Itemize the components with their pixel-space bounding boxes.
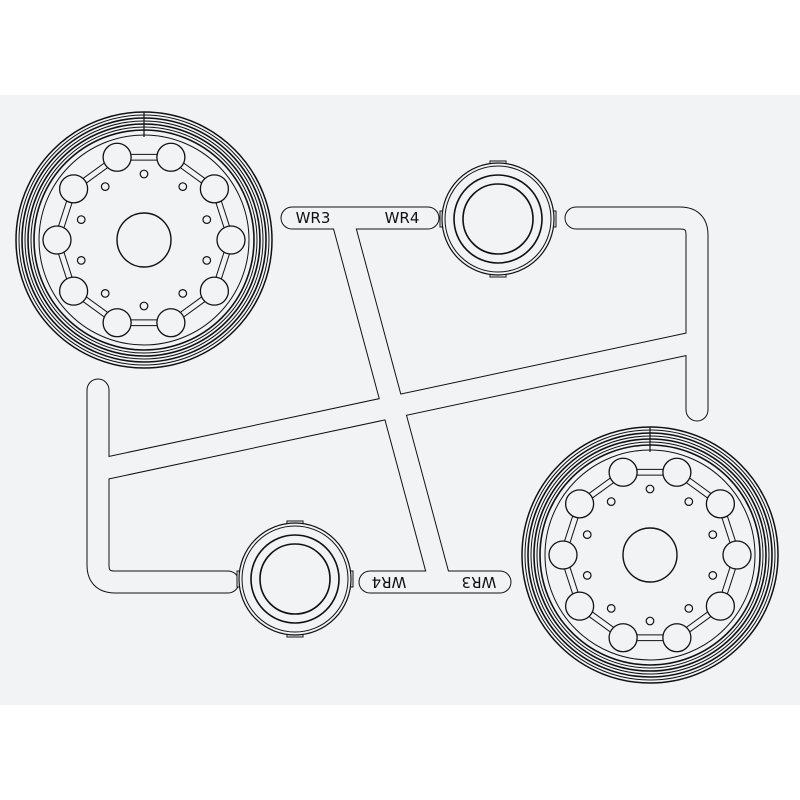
sprue-frame-fill xyxy=(87,207,708,593)
bolt xyxy=(548,540,578,570)
sprue-left-arm xyxy=(87,379,239,593)
bolt xyxy=(564,489,595,519)
small-hole xyxy=(582,530,592,540)
sprue-cross-vertical xyxy=(331,207,451,593)
small-hole xyxy=(645,484,655,494)
small-hole xyxy=(139,301,149,311)
sprue-right-arm xyxy=(565,207,708,421)
bolt xyxy=(199,174,230,204)
bolt xyxy=(608,623,638,653)
sprue-right-arm-outline xyxy=(564,206,709,422)
small-hole xyxy=(606,497,616,507)
bolt xyxy=(156,142,186,172)
small-hole xyxy=(708,530,718,540)
bolt xyxy=(58,276,89,306)
rim-ring xyxy=(453,174,543,264)
rim-ring xyxy=(250,534,340,624)
small-wheel-top xyxy=(439,160,557,278)
small-hole xyxy=(139,169,149,179)
small-hole xyxy=(684,497,694,507)
bolt xyxy=(722,540,752,570)
small-hole xyxy=(645,616,655,626)
bolt xyxy=(102,142,132,172)
bolt xyxy=(705,489,736,519)
small-hole xyxy=(178,288,188,298)
label-wr3-bottom: WR3 xyxy=(462,573,497,591)
small-wheel-bottom xyxy=(236,520,354,638)
small-hole xyxy=(582,570,592,580)
label-top-left: WR3 xyxy=(296,209,331,227)
small-hole xyxy=(202,255,212,265)
small-hole xyxy=(606,603,616,613)
label-wr3-top: WR3 xyxy=(296,209,331,227)
label-bottom-left: WR4 xyxy=(372,573,407,591)
bolt xyxy=(608,457,638,487)
hub-hole xyxy=(116,212,172,268)
label-wr4-bottom: WR4 xyxy=(372,573,407,591)
rim-outer xyxy=(441,162,555,276)
bolt xyxy=(102,308,132,338)
small-hole xyxy=(100,182,110,192)
small-hole xyxy=(100,288,110,298)
rim-outer xyxy=(238,522,352,636)
sprue-left-arm-outline xyxy=(86,378,240,594)
small-hole xyxy=(684,603,694,613)
hub-ring xyxy=(462,183,534,255)
bolt xyxy=(705,591,736,621)
bolt xyxy=(216,225,246,255)
bolt xyxy=(564,591,595,621)
small-hole xyxy=(178,182,188,192)
bolt xyxy=(156,308,186,338)
bolt xyxy=(42,225,72,255)
label-bottom-right: WR3 xyxy=(462,573,497,591)
small-hole xyxy=(76,215,86,225)
bolt xyxy=(662,623,692,653)
bolt xyxy=(199,276,230,306)
bolt xyxy=(662,457,692,487)
bolt xyxy=(58,174,89,204)
wheels xyxy=(15,111,779,684)
rim-ring xyxy=(241,525,349,633)
label-wr4-top: WR4 xyxy=(385,209,420,227)
large-wheel-bottom-right xyxy=(521,426,779,684)
hub-hole xyxy=(622,527,678,583)
label-top-right: WR4 xyxy=(385,209,420,227)
large-wheel-top-left xyxy=(15,111,273,369)
small-hole xyxy=(202,215,212,225)
hub-ring xyxy=(259,543,331,615)
small-hole xyxy=(76,255,86,265)
rim-ring xyxy=(444,165,552,273)
small-hole xyxy=(708,570,718,580)
